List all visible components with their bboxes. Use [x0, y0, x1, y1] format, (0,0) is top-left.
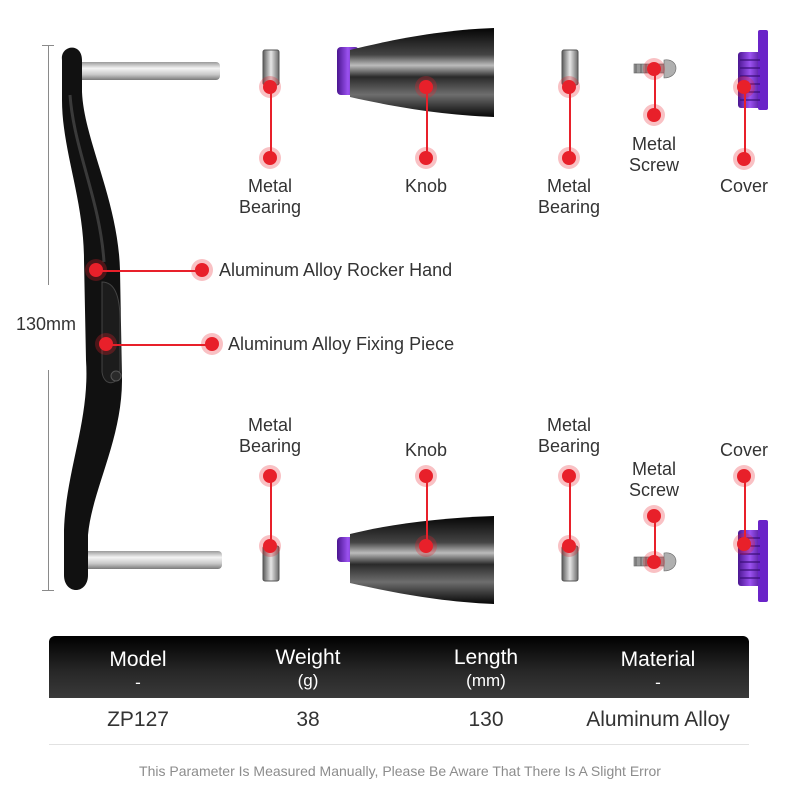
header-material-title: Material [620, 648, 696, 671]
callout-dot [562, 151, 576, 165]
callout-dot [205, 337, 219, 351]
callout-line [426, 87, 428, 158]
bottom-knob [350, 516, 494, 604]
callout-line [744, 476, 746, 544]
callout-dot [737, 469, 751, 483]
table-divider [49, 744, 749, 745]
cell-model: ZP127 [107, 708, 169, 731]
top-shaft [78, 62, 220, 80]
header-length: Length (mm) [412, 646, 560, 692]
top-screw-label: Metal Screw [628, 134, 679, 175]
callout-line [270, 476, 272, 546]
callout-line [744, 87, 746, 159]
header-weight-title: Weight [275, 646, 341, 669]
callout-line [654, 69, 656, 115]
callout-line [569, 87, 571, 158]
callout-line [106, 344, 212, 346]
callout-dot [195, 263, 209, 277]
dimension-tick-bottom [42, 590, 54, 591]
callout-dot [737, 537, 751, 551]
header-material: Material - [584, 648, 732, 694]
fixing-piece-label: Aluminum Alloy Fixing Piece [228, 334, 455, 354]
bottom-shaft [78, 551, 222, 569]
header-model-sub: - [135, 673, 141, 692]
callout-dot [419, 151, 433, 165]
fixing-piece [101, 281, 121, 384]
top-screw-head [663, 59, 677, 79]
callout-dot [737, 80, 751, 94]
callout-line [96, 270, 202, 272]
callout-line [270, 87, 272, 158]
header-weight-sub: (g) [297, 671, 319, 690]
bottom-cover-label: Cover [719, 440, 768, 460]
bottom-screw-label: Metal Screw [628, 459, 679, 500]
spec-table-header: Model - Weight (g) Length (mm) Material … [49, 636, 749, 698]
footnote: This Parameter Is Measured Manually, Ple… [139, 763, 661, 779]
cell-length: 130 [468, 708, 504, 731]
header-length-title: Length [453, 646, 519, 669]
dimension-label: 130mm [16, 314, 77, 334]
handle-illustration [61, 28, 768, 604]
callout-dot [562, 469, 576, 483]
header-model: Model - [64, 648, 212, 694]
callout-dot [647, 555, 661, 569]
callout-dot [263, 151, 277, 165]
bottom-bearing-right-label: Metal Bearing [537, 415, 601, 456]
header-weight: Weight (g) [234, 646, 382, 692]
callout-dot [99, 337, 113, 351]
dimension-line-lower [48, 370, 49, 590]
bottom-screw-head [663, 552, 677, 572]
callout-dot [647, 62, 661, 76]
callout-dot [737, 152, 751, 166]
rocker-arm [61, 47, 122, 590]
top-knob [350, 28, 494, 117]
callout-line [569, 476, 571, 546]
top-cover-label: Cover [719, 176, 768, 196]
callout-dot [419, 539, 433, 553]
header-material-sub: - [655, 673, 661, 692]
dimension-line-upper [48, 45, 49, 285]
callout-dot [263, 469, 277, 483]
top-knob-label: Knob [404, 176, 448, 196]
callout-dot [562, 80, 576, 94]
callout-dot [419, 469, 433, 483]
callout-dot [263, 539, 277, 553]
callout-dot [89, 263, 103, 277]
cell-material: Aluminum Alloy [586, 708, 730, 731]
rocker-hand-label: Aluminum Alloy Rocker Hand [219, 260, 453, 280]
callout-dot [647, 108, 661, 122]
bottom-knob-label: Knob [404, 440, 448, 460]
callout-dot [562, 539, 576, 553]
callout-dot [263, 80, 277, 94]
callout-line [654, 516, 656, 562]
top-bearing-left-label: Metal Bearing [238, 176, 302, 217]
callout-dot [419, 80, 433, 94]
callout-dot [647, 509, 661, 523]
callout-line [426, 476, 428, 546]
header-model-title: Model [109, 648, 167, 671]
cell-weight: 38 [296, 708, 320, 731]
header-length-sub: (mm) [466, 671, 506, 690]
top-bearing-right-label: Metal Bearing [537, 176, 601, 217]
bottom-bearing-left-label: Metal Bearing [238, 415, 302, 456]
